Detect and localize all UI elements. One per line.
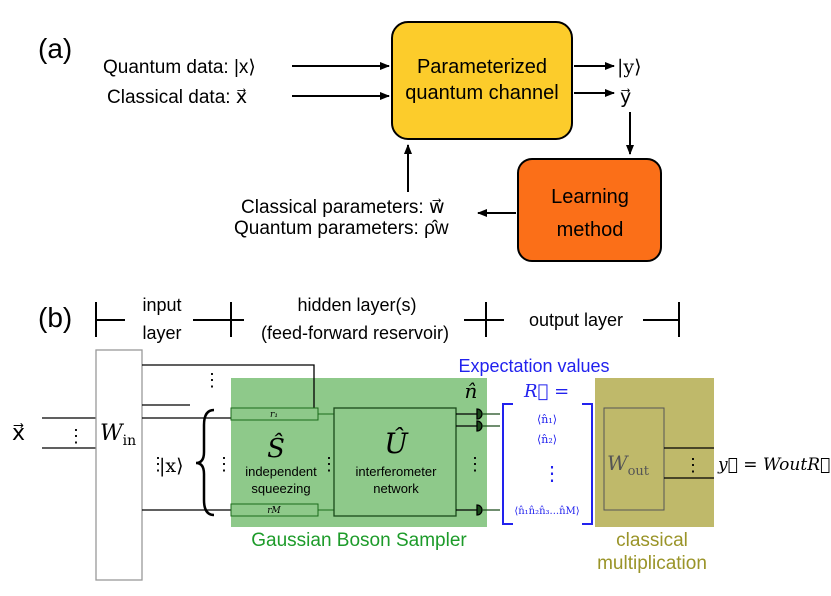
s-hat-label: Ŝ [267, 432, 285, 464]
layer-header-ruler [95, 302, 680, 337]
expectation-m: ⟨n̂₁n̂₂n̂₃...n̂M⟩ [514, 506, 579, 517]
n-hat-label: n̂ [465, 379, 478, 403]
quantum-channel-box [391, 21, 573, 140]
win-top-line [142, 364, 315, 415]
input-vector-label: x⃗ [12, 421, 25, 446]
channel-label-line2: quantum channel [405, 82, 558, 104]
learning-label-line2: method [557, 219, 624, 241]
classical-caption-2: multiplication [597, 553, 707, 574]
wout-box [603, 407, 665, 511]
squeezer-r1-label: r₁ [270, 410, 278, 420]
interf-line2: network [373, 481, 419, 496]
gbs-caption: Gaussian Boson Sampler [251, 530, 467, 551]
interf-line1: interferometer [356, 464, 438, 479]
classical-data-label: Classical data: x⃗ [107, 87, 247, 108]
ket-x-brace [195, 408, 215, 517]
learning-method-box [517, 158, 662, 262]
expectation-1: ⟨n̂₁⟩ [537, 413, 557, 426]
panel-a-label: (a) [38, 33, 72, 64]
r-vector-label: R⃗ = [523, 381, 569, 402]
wout-ellipsis: ⋮ [684, 455, 702, 475]
quantum-data-label: Quantum data: |x⟩ [103, 57, 256, 78]
quantum-params-label: Quantum parameters: ρ̂w [234, 218, 449, 239]
brace-ellipsis: ⋮ [215, 454, 233, 474]
interferometer-box [333, 407, 457, 517]
squeezer-rm-label: rM [267, 506, 281, 516]
header-hidden-1: hidden layer(s) [297, 295, 416, 315]
wout-label: Wout [607, 451, 650, 479]
expectation-ellipsis: ⋮ [542, 463, 562, 485]
win-label: Win [100, 421, 136, 449]
learning-label-line1: Learning [551, 186, 629, 208]
win-box [95, 349, 143, 581]
squeeze-line1: independent [245, 464, 317, 479]
gbs-ellipsis-right: ⋮ [466, 454, 484, 474]
channel-label-line1: Parameterized [417, 56, 547, 78]
expectation-2: ⟨n̂₂⟩ [537, 433, 557, 446]
header-output: output layer [529, 310, 623, 330]
u-hat-label: Û [384, 426, 409, 460]
win-ellipsis-top: ⋮ [203, 370, 221, 390]
header-input-1: input [142, 295, 181, 315]
classical-params-label: Classical parameters: w⃗ [241, 197, 445, 218]
win-ellipsis-mid: ⋮ [149, 454, 167, 474]
output-equation: y⃗ = WoutR⃗ [717, 455, 830, 475]
squeeze-line2: squeezing [251, 481, 310, 496]
bracket-right [582, 403, 593, 525]
panel-b-label: (b) [38, 302, 72, 333]
bracket-left [502, 403, 513, 525]
input-ellipsis: ⋮ [67, 426, 85, 446]
expectation-title: Expectation values [458, 356, 609, 376]
ket-x-label: |x⟩ [159, 455, 184, 477]
header-hidden-2: (feed-forward reservoir) [261, 323, 449, 343]
detectors [456, 408, 500, 516]
classical-caption-1: classical [616, 530, 688, 551]
output-quantum-label: |y⟩ [617, 56, 642, 78]
header-input-2: layer [142, 323, 181, 343]
output-classical-label: y⃗ [620, 86, 631, 108]
